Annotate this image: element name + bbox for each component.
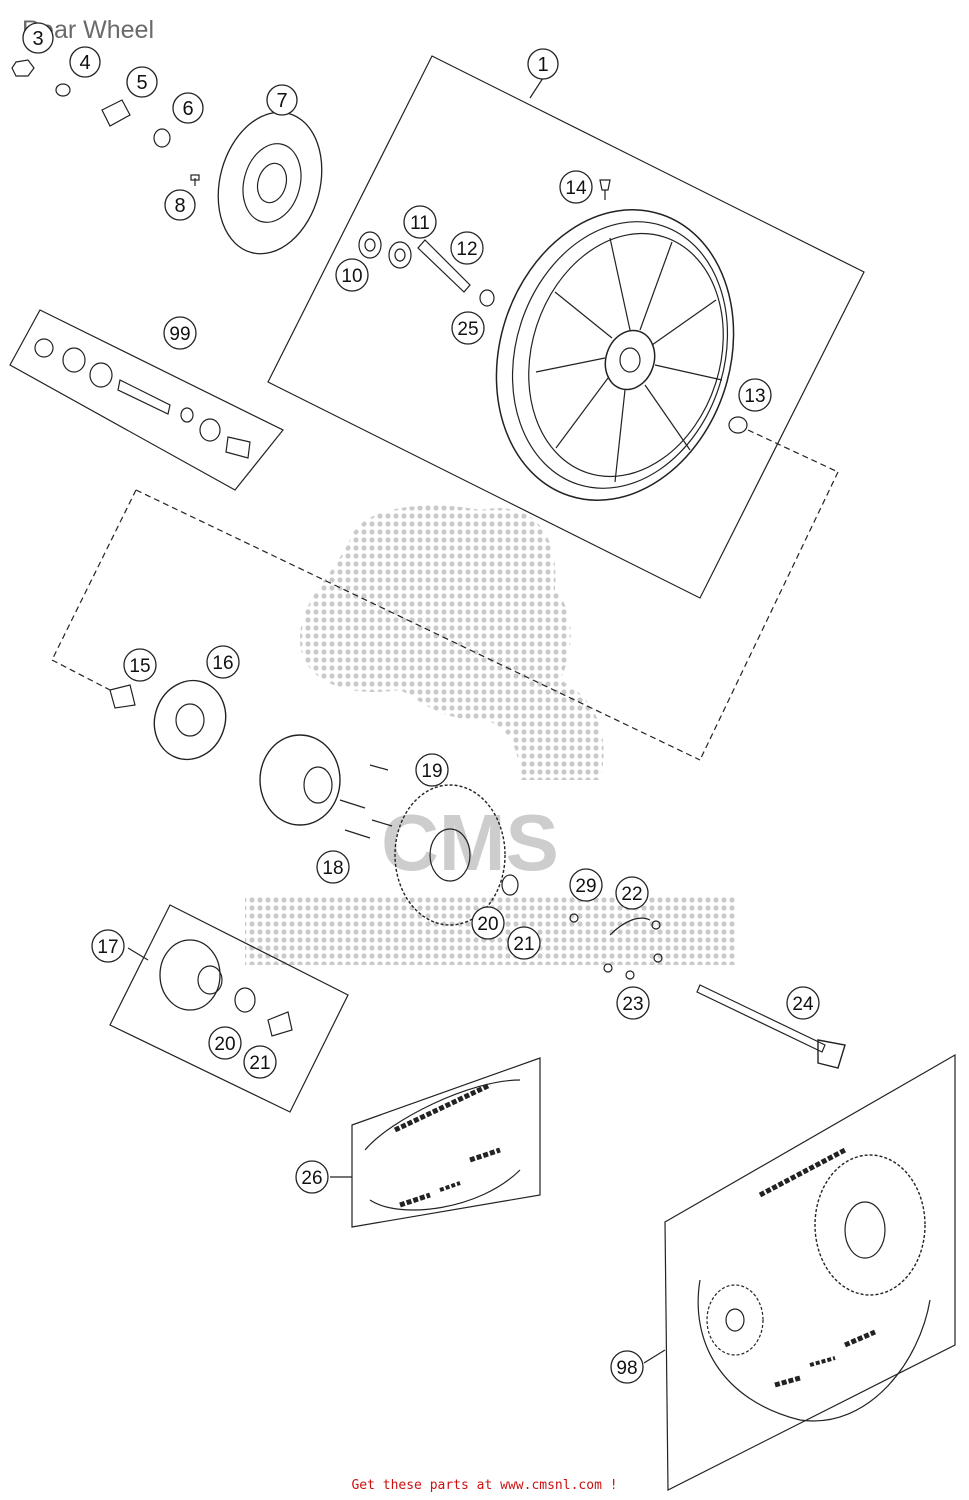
- bushing-6: [153, 128, 171, 148]
- callout-22: 22: [615, 876, 649, 910]
- callout-label: 8: [174, 195, 185, 217]
- axle-24: [696, 984, 826, 1053]
- kit-98-box: [664, 1053, 956, 1491]
- valve-14: [599, 179, 611, 191]
- callout-19: 19: [415, 753, 449, 787]
- callout-98: 98: [610, 1350, 644, 1384]
- rear-sprocket-19: [394, 784, 506, 926]
- callout-label: 6: [182, 98, 193, 120]
- kit-99-box: [9, 309, 284, 491]
- callout-17: 17: [91, 929, 125, 963]
- spacer-12: [417, 239, 471, 293]
- callouts: 1 3 4 5 6 7 8 10 11 12 13 14 25 99 15 16…: [22, 22, 820, 1384]
- watermark-text: CMS: [381, 798, 559, 887]
- callout-label: 24: [792, 994, 814, 1015]
- bushing-13: [728, 416, 748, 434]
- callout-16: 16: [206, 645, 240, 679]
- callout-3: 3: [22, 22, 54, 54]
- callout-4: 4: [69, 46, 101, 78]
- watermark-figure: [300, 505, 604, 780]
- callout-label: 98: [616, 1358, 637, 1379]
- damper-16: [153, 679, 227, 761]
- callout-label: 17: [97, 937, 118, 958]
- callout-13: 13: [738, 378, 772, 412]
- callout-label: 22: [621, 884, 642, 905]
- callout-15: 15: [123, 648, 157, 682]
- callout-label: 4: [79, 52, 90, 74]
- callout-23: 23: [616, 986, 650, 1020]
- callout-29: 29: [569, 868, 603, 902]
- callout-21-hub: 21: [243, 1045, 277, 1079]
- callout-26: 26: [295, 1160, 329, 1194]
- callout-label: 15: [129, 656, 150, 677]
- callout-label: 7: [276, 90, 287, 112]
- callout-label: 5: [136, 72, 147, 94]
- callout-20-hub: 20: [208, 1026, 242, 1060]
- callout-18: 18: [316, 850, 350, 884]
- chain-26: [393, 1082, 492, 1133]
- callout-20: 20: [471, 906, 505, 940]
- callout-label: 29: [575, 876, 596, 897]
- callout-6: 6: [172, 92, 204, 124]
- callout-label: 12: [456, 239, 477, 260]
- callout-21: 21: [507, 926, 541, 960]
- leader-line: [529, 77, 544, 99]
- callout-14: 14: [559, 170, 593, 204]
- brake-disc: [217, 111, 323, 255]
- nut-3: [11, 59, 35, 77]
- seal-25: [479, 289, 495, 307]
- callout-label: 23: [622, 994, 643, 1015]
- diagram-lines: [9, 55, 956, 1491]
- chain-26-box: [351, 1057, 541, 1228]
- callout-5: 5: [126, 66, 158, 98]
- rear-rim: [495, 209, 735, 501]
- callout-11: 11: [403, 205, 437, 239]
- callout-label: 16: [212, 653, 233, 674]
- bearing-11: [388, 241, 412, 269]
- callout-label: 18: [322, 858, 343, 879]
- wheel-assembly-box: [267, 55, 865, 599]
- callout-1: 1: [527, 48, 559, 80]
- footer-link[interactable]: Get these parts at www.cmsnl.com !: [351, 1478, 618, 1493]
- lock-plate-22: [609, 917, 651, 936]
- callout-label: 19: [421, 761, 442, 782]
- callout-label: 26: [301, 1168, 322, 1189]
- bearing-10: [358, 231, 382, 259]
- sprocket-kit-98: [697, 1147, 931, 1422]
- callout-label: 14: [565, 178, 587, 199]
- callout-label: 3: [32, 28, 43, 50]
- callout-7: 7: [266, 84, 298, 116]
- hub-17-box: [109, 904, 349, 1113]
- callout-12: 12: [450, 231, 484, 265]
- callout-label: 20: [477, 914, 498, 935]
- chain-adjuster-5: [101, 99, 131, 127]
- callout-24: 24: [786, 986, 820, 1020]
- callout-99: 99: [163, 316, 197, 350]
- callout-label: 99: [169, 324, 190, 345]
- callout-10: 10: [335, 258, 369, 292]
- studs-18: [339, 764, 393, 839]
- callout-8: 8: [164, 189, 196, 221]
- screw-8: [190, 174, 200, 181]
- callout-label: 21: [513, 934, 534, 955]
- watermark: CMS: [245, 505, 735, 965]
- callout-label: 10: [341, 266, 362, 287]
- sprocket-carrier: [259, 734, 341, 826]
- callout-label: 11: [410, 213, 430, 234]
- callout-label: 20: [214, 1034, 235, 1055]
- callout-label: 25: [457, 319, 478, 340]
- callout-25: 25: [451, 311, 485, 345]
- callout-label: 13: [744, 386, 765, 407]
- bushing-15: [109, 684, 136, 709]
- callout-label: 1: [537, 54, 548, 76]
- callout-label: 21: [249, 1053, 270, 1074]
- washer-4: [55, 83, 71, 97]
